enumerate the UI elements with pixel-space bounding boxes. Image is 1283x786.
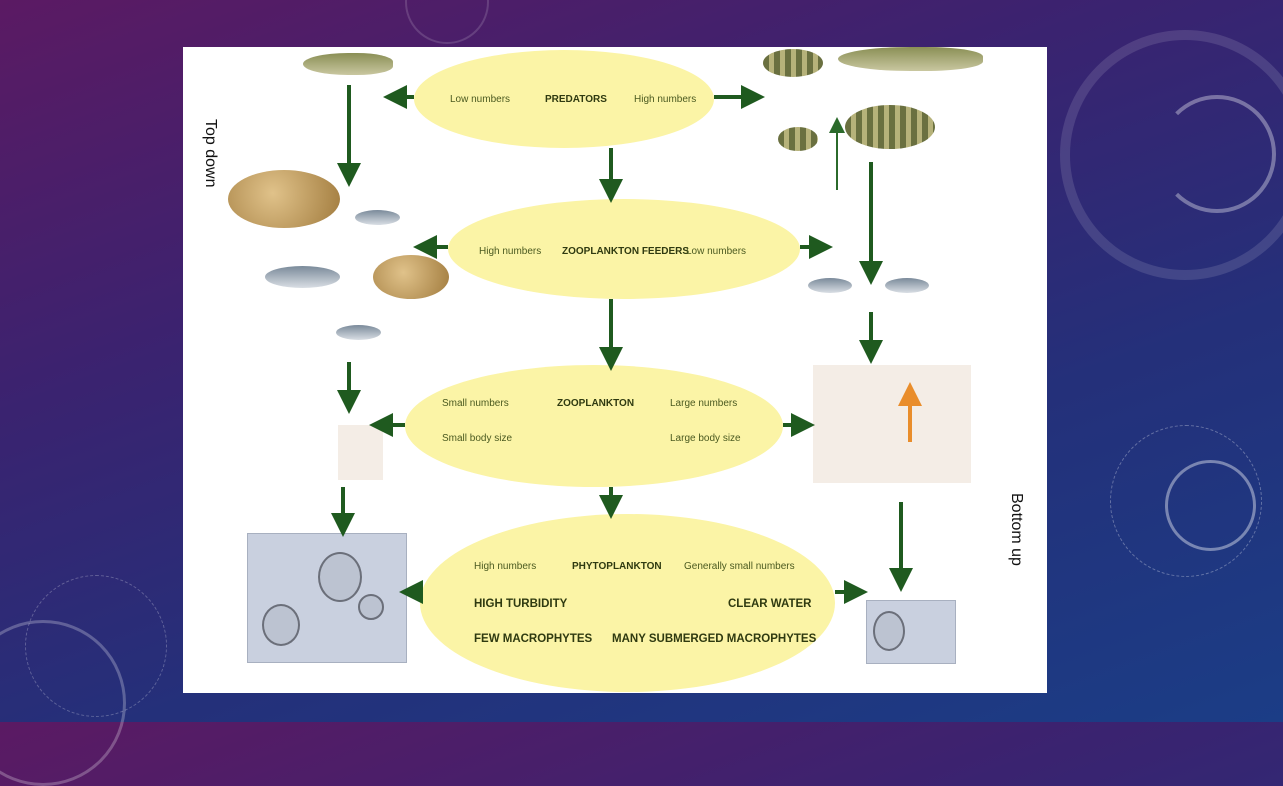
zooplankton-right-label-2: Large body size xyxy=(670,433,741,444)
roach-fish-image xyxy=(885,278,929,293)
phytoplankton-micrograph-right xyxy=(866,600,956,664)
clear-water-label: CLEAR WATER xyxy=(728,598,812,610)
roach-fish-image xyxy=(265,266,340,288)
decorative-ring xyxy=(1060,30,1283,280)
perch-fish-image xyxy=(845,105,935,149)
zooplankton-feeders-left-label: High numbers xyxy=(479,246,542,257)
phytoplankton-left-label: High numbers xyxy=(474,561,537,572)
phytoplankton-title: PHYTOPLANKTON xyxy=(572,561,662,572)
bream-fish-image xyxy=(228,170,340,228)
predators-left-label: Low numbers xyxy=(450,94,511,105)
phytoplankton-ellipse xyxy=(420,514,835,692)
predators-ellipse xyxy=(414,50,714,148)
decorative-ring xyxy=(1158,95,1276,213)
high-turbidity-label: HIGH TURBIDITY xyxy=(474,598,568,610)
arrows-layer xyxy=(331,85,922,604)
pike-fish-image xyxy=(303,53,393,75)
zooplankton-left-label: Small numbers xyxy=(442,398,509,409)
perch-fish-image xyxy=(778,127,818,151)
few-macrophytes-label: FEW MACROPHYTES xyxy=(474,633,593,645)
roach-fish-image xyxy=(808,278,852,293)
zooplankton-right-label: Large numbers xyxy=(670,398,738,409)
many-submerged-macrophytes-label: MANY SUBMERGED MACROPHYTES xyxy=(612,633,817,645)
phytoplankton-right-label: Generally small numbers xyxy=(684,561,795,572)
roach-fish-image xyxy=(336,325,381,340)
decorative-ring xyxy=(1110,425,1262,577)
perch-fish-image xyxy=(763,49,823,77)
phytoplankton-micrograph-left xyxy=(247,533,407,663)
bream-fish-image xyxy=(373,255,449,299)
zooplankton-feeders-ellipse xyxy=(448,199,800,299)
predators-title: PREDATORS xyxy=(545,94,607,105)
zooplankton-ellipse xyxy=(405,365,783,487)
zooplankton-left-label-2: Small body size xyxy=(442,433,513,444)
decorative-ring xyxy=(25,575,167,717)
pike-fish-image xyxy=(838,47,983,71)
zooplankton-feeders-title: ZOOPLANKTON FEEDERS xyxy=(562,246,690,257)
decorative-ring xyxy=(405,0,489,44)
zooplankton-feeders-right-label: Low numbers xyxy=(686,246,747,257)
predators-right-label: High numbers xyxy=(634,94,697,105)
roach-fish-image xyxy=(355,210,400,225)
large-zooplankton-image xyxy=(813,365,971,483)
zooplankton-title: ZOOPLANKTON xyxy=(557,398,635,409)
diagram-slide: Top down Bottom up Low numbers PREDATORS… xyxy=(183,47,1047,693)
